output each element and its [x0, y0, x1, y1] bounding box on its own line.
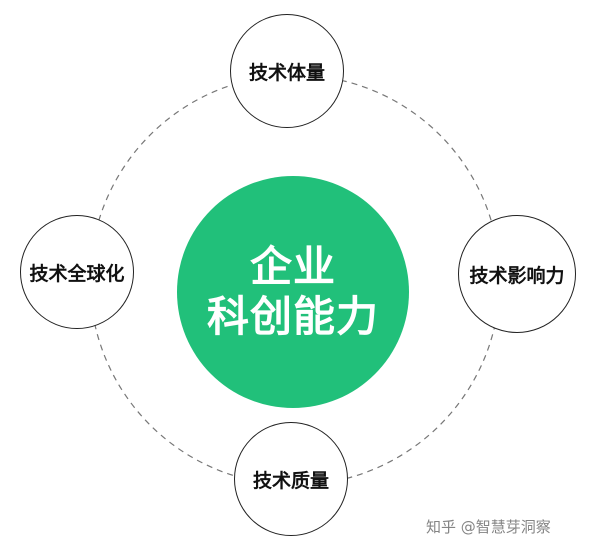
center-label-line2: 科创能力 [206, 292, 379, 341]
node-label-bottom: 技术质量 [252, 469, 329, 492]
node-label-top: 技术体量 [248, 61, 325, 84]
center-circle-enterprise-innovation: 企业 科创能力 [177, 176, 409, 408]
node-technology-volume: 技术体量 [230, 14, 344, 128]
node-technology-globalization: 技术全球化 [20, 215, 134, 329]
center-label-line1: 企业 [249, 242, 336, 291]
node-label-left: 技术全球化 [29, 262, 125, 285]
node-label-right: 技术影响力 [469, 264, 565, 287]
watermark-text: 知乎 @智慧芽洞察 [426, 518, 551, 536]
node-technology-quality: 技术质量 [234, 422, 348, 536]
node-technology-influence: 技术影响力 [458, 215, 576, 333]
